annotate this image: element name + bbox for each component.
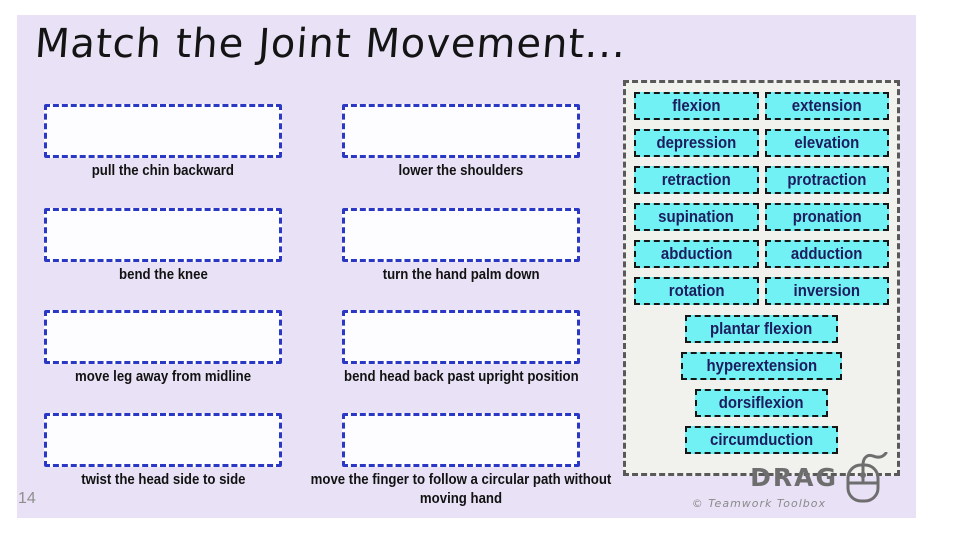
tile-retraction[interactable]: retraction <box>634 166 759 194</box>
tile-protraction[interactable]: protraction <box>764 166 889 194</box>
match-row: bend the knee <box>44 208 282 283</box>
drop-zone-caption: twist the head side to side <box>80 471 246 488</box>
drag-hint-label: DRAG <box>750 463 838 492</box>
mouse-icon <box>842 452 888 504</box>
drop-zone-caption: bend head back past upright position <box>343 368 579 385</box>
match-row: move the finger to follow a circular pat… <box>311 413 611 507</box>
copyright-credit: © Teamwork Toolbox <box>691 497 826 510</box>
drop-zone-pull-chin[interactable] <box>44 104 282 158</box>
tile-abduction[interactable]: abduction <box>634 240 759 268</box>
drop-zone-bend-knee[interactable] <box>44 208 282 262</box>
match-row: pull the chin backward <box>44 104 282 179</box>
drop-zone-caption: bend the knee <box>118 266 208 283</box>
page-title: Match the Joint Movement... <box>33 21 628 67</box>
tile-elevation[interactable]: elevation <box>764 129 889 157</box>
match-row: move leg away from midline <box>44 310 282 385</box>
tile-rotation[interactable]: rotation <box>634 277 759 305</box>
drop-zone-caption: move the finger to follow a circular pat… <box>310 471 612 507</box>
tile-plantar-flexion[interactable]: plantar flexion <box>685 315 838 343</box>
tile-depression[interactable]: depression <box>634 129 759 157</box>
drop-zone-leg-away-midline[interactable] <box>44 310 282 364</box>
tile-inversion[interactable]: inversion <box>764 277 889 305</box>
slide-number: 14 <box>18 490 36 507</box>
match-row: bend head back past upright position <box>342 310 580 385</box>
answer-bank-pair-grid: flexion extension depression elevation r… <box>634 92 889 305</box>
tile-pronation[interactable]: pronation <box>764 203 889 231</box>
tile-supination[interactable]: supination <box>634 203 759 231</box>
tile-circumduction[interactable]: circumduction <box>684 426 839 454</box>
drop-zone-caption: move leg away from midline <box>74 368 252 385</box>
drop-zone-caption: lower the shoulders <box>398 162 524 179</box>
drop-zone-twist-head[interactable] <box>44 413 282 467</box>
tile-flexion[interactable]: flexion <box>634 92 759 120</box>
match-row: lower the shoulders <box>342 104 580 179</box>
drop-zone-caption: pull the chin backward <box>91 162 235 179</box>
tile-hyperextension[interactable]: hyperextension <box>680 352 843 380</box>
drop-zone-finger-circle[interactable] <box>342 413 580 467</box>
drop-zone-caption: turn the hand palm down <box>382 266 540 283</box>
drop-zone-palm-down[interactable] <box>342 208 580 262</box>
tile-dorsiflexion[interactable]: dorsiflexion <box>695 389 828 417</box>
match-row: turn the hand palm down <box>342 208 580 283</box>
drop-zone-head-back[interactable] <box>342 310 580 364</box>
drop-zone-lower-shoulders[interactable] <box>342 104 580 158</box>
answer-bank-panel: flexion extension depression elevation r… <box>623 80 900 476</box>
tile-adduction[interactable]: adduction <box>764 240 889 268</box>
tile-extension[interactable]: extension <box>764 92 889 120</box>
match-row: twist the head side to side <box>44 413 282 488</box>
answer-bank-singles: plantar flexion hyperextension dorsiflex… <box>634 315 889 454</box>
slide: Match the Joint Movement... pull the chi… <box>17 15 916 518</box>
drag-hint: DRAG <box>750 452 888 504</box>
